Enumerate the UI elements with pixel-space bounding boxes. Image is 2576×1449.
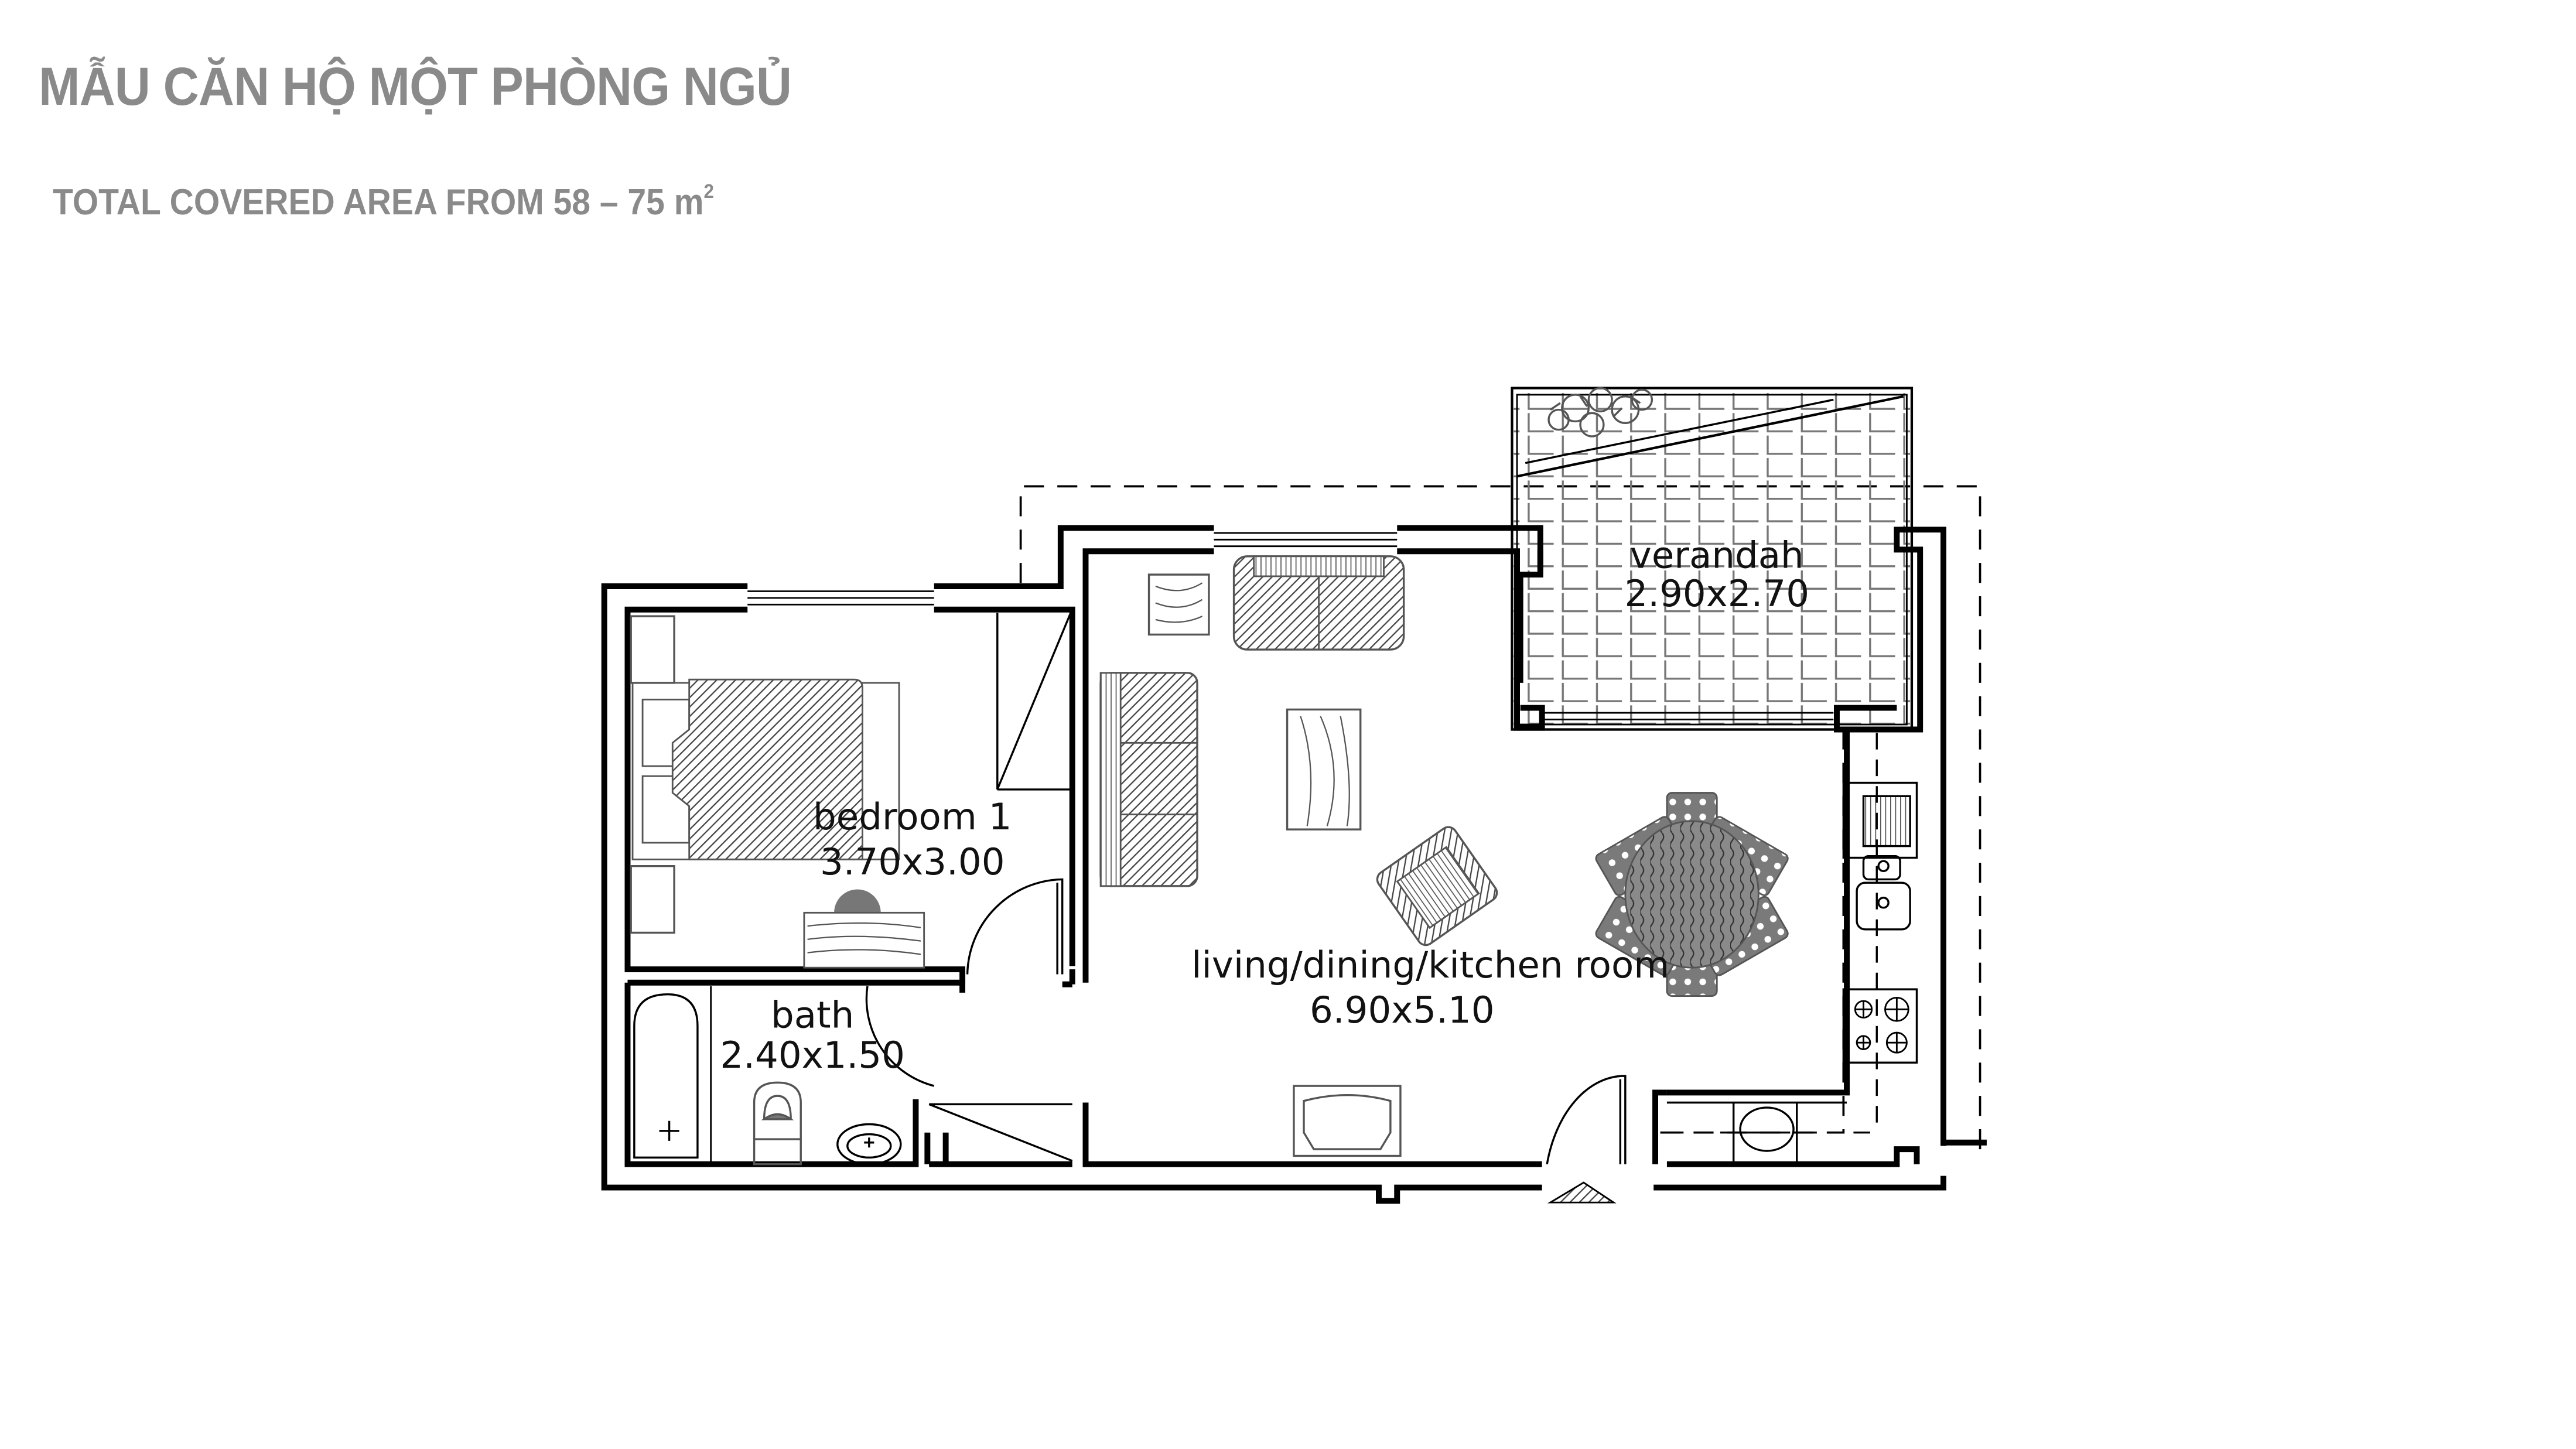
bathtub-icon [633, 993, 699, 1159]
bed-icon [630, 615, 900, 934]
dining-table-icon [1595, 792, 1789, 997]
entrance-arrow-icon [1547, 1181, 1617, 1204]
doors [865, 612, 1627, 1165]
room-label-bedroom: bedroom 1 3.70x3.00 [813, 795, 1012, 883]
sofa-top-icon [1232, 555, 1405, 651]
tv-unit-icon [1293, 1085, 1402, 1157]
side-table-icon [1147, 573, 1210, 636]
armchair-icon [1376, 826, 1498, 946]
verandah-area [1511, 387, 1914, 731]
svg-text:3.70x3.00: 3.70x3.00 [820, 840, 1005, 883]
sofa-icon [1099, 672, 1198, 887]
sink-icon [1856, 855, 1911, 931]
room-label-verandah: verandah 2.90x2.70 [1624, 534, 1809, 615]
page-title: MẪU CĂN HỘ MỘT PHÒNG NGỦ [39, 57, 792, 117]
toilet-icon [753, 1081, 802, 1166]
svg-text:living/dining/kitchen room: living/dining/kitchen room [1191, 944, 1669, 986]
walls [601, 525, 1987, 1204]
plant-icon [1547, 387, 1653, 438]
sink-icon [836, 1123, 902, 1166]
area-subtitle: TOTAL COVERED AREA FROM 58 – 75 m2 [53, 180, 714, 223]
room-label-bath: bath 2.40x1.50 [720, 994, 905, 1077]
stove-burner-icon [1854, 996, 1909, 1054]
desk-icon [803, 889, 925, 969]
coffee-table-icon [1286, 708, 1362, 831]
svg-text:verandah: verandah [1630, 534, 1804, 577]
svg-text:6.90x5.10: 6.90x5.10 [1310, 989, 1495, 1031]
svg-text:bedroom 1: bedroom 1 [813, 795, 1012, 838]
svg-text:2.90x2.70: 2.90x2.70 [1624, 572, 1809, 615]
svg-text:bath: bath [771, 994, 854, 1037]
kitchen-counter [1666, 733, 1918, 1164]
windows [747, 532, 1834, 720]
room-label-living: living/dining/kitchen room 6.90x5.10 [1191, 944, 1669, 1031]
svg-text:2.40x1.50: 2.40x1.50 [720, 1034, 905, 1077]
